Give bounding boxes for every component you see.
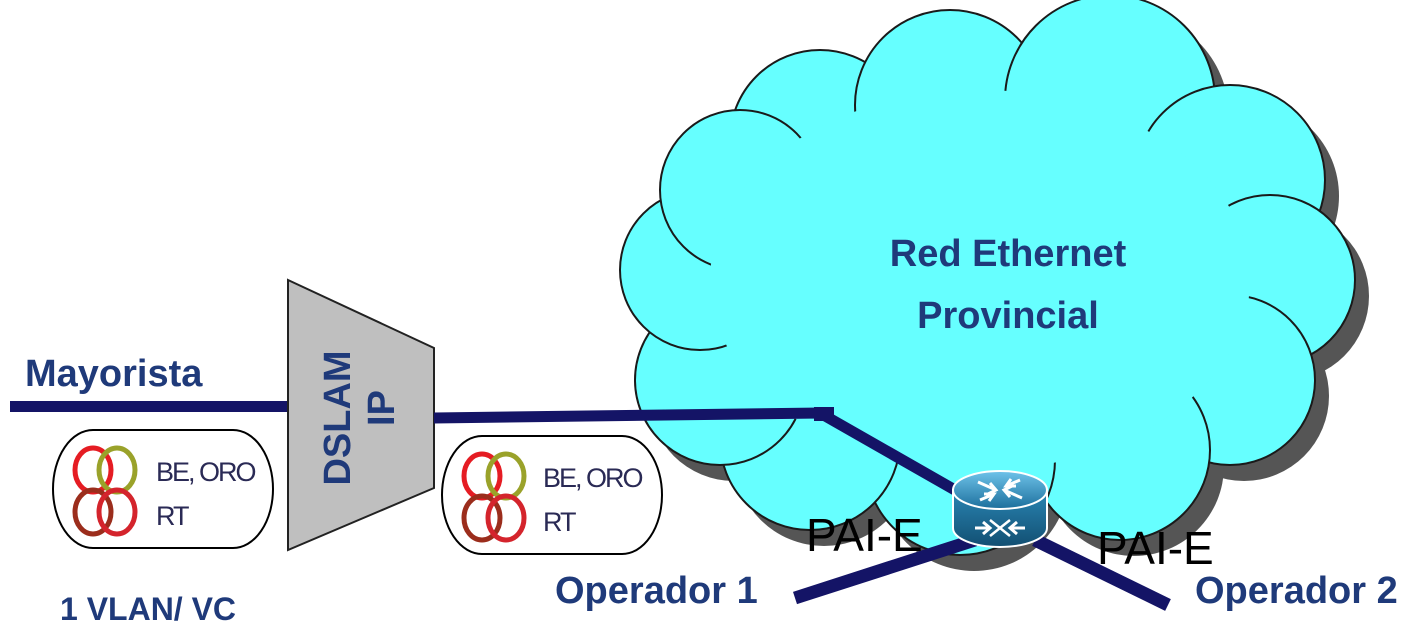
mayorista-link bbox=[10, 401, 292, 412]
bundle-left-label-line1: BE, ORO bbox=[156, 457, 256, 487]
dslam-label-line1: DSLAM bbox=[317, 350, 359, 485]
bundle-right-label-line1: BE, ORO bbox=[543, 463, 643, 493]
dslam-label-line2: IP bbox=[361, 390, 403, 426]
operador2-link bbox=[1032, 534, 1171, 611]
cloud-body bbox=[710, 90, 1250, 470]
uplink-joint bbox=[814, 407, 834, 421]
router-icon bbox=[952, 470, 1048, 548]
bundle-left-label-line2: RT bbox=[156, 501, 189, 531]
operador1-link bbox=[793, 533, 977, 605]
pai-label-left: PAI-E bbox=[806, 509, 923, 561]
operador1-label: Operador 1 bbox=[555, 570, 758, 612]
operador2-label: Operador 2 bbox=[1195, 570, 1398, 612]
dslam-device bbox=[287, 278, 435, 552]
vlan-label: 1 VLAN/ VC bbox=[60, 591, 236, 625]
mayorista-label: Mayorista bbox=[25, 353, 203, 395]
bundle-right: BE, ORO RT bbox=[441, 435, 663, 555]
bundle-left: BE, ORO RT bbox=[52, 429, 274, 549]
pai-label-right: PAI-E bbox=[1097, 522, 1214, 574]
bundle-right-label-line2: RT bbox=[543, 507, 576, 537]
cloud-title-line1: Red Ethernet bbox=[890, 233, 1127, 275]
cloud-title-line2: Provincial bbox=[917, 295, 1099, 337]
